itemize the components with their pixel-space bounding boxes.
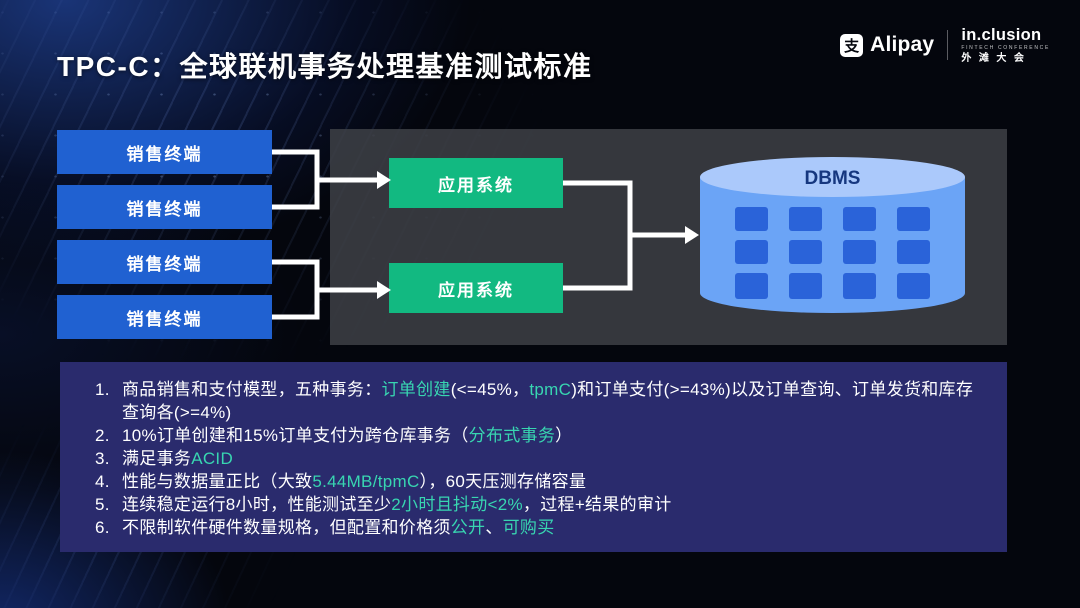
terminal-box-3: 销售终端 <box>57 240 272 284</box>
inclusion-logo: in.clusion FINTECH CONFERENCE 外滩大会 <box>961 27 1050 64</box>
note-number: 6. <box>95 518 110 537</box>
notes-panel: 1. 商品销售和支付模型，五种事务：订单创建(<=45%，tpmC)和订单支付(… <box>60 362 1007 552</box>
inclusion-subtitle: FINTECH CONFERENCE <box>961 44 1050 51</box>
note-item-2: 2. 10%订单创建和15%订单支付为跨仓库事务（分布式事务） <box>95 424 977 447</box>
note-number: 4. <box>95 472 110 491</box>
inclusion-chinese-name: 外滩大会 <box>961 52 1032 64</box>
note-text: 满足事务ACID <box>122 449 234 468</box>
note-item-6: 6. 不限制软件硬件数量规格，但配置和价格须公开、可购买 <box>95 516 977 539</box>
inclusion-wordmark: in.clusion <box>961 26 1042 44</box>
note-text: 不限制软件硬件数量规格，但配置和价格须公开、可购买 <box>122 518 555 537</box>
note-item-1: 1. 商品销售和支付模型，五种事务：订单创建(<=45%，tpmC)和订单支付(… <box>95 378 977 424</box>
note-text: 10%订单创建和15%订单支付为跨仓库事务（分布式事务） <box>122 426 573 445</box>
note-text: 连续稳定运行8小时，性能测试至少2小时且抖动<2%，过程+结果的审计 <box>122 495 672 514</box>
page-title: TPC-C：全球联机事务处理基准测试标准 <box>57 51 593 82</box>
note-text: 商品销售和支付模型，五种事务：订单创建(<=45%，tpmC)和订单支付(>=4… <box>122 380 974 422</box>
note-item-4: 4. 性能与数据量正比（大致5.44MB/tpmC），60天压测存储容量 <box>95 470 977 493</box>
note-text: 性能与数据量正比（大致5.44MB/tpmC），60天压测存储容量 <box>122 472 587 491</box>
alipay-logo: 支 Alipay <box>840 33 934 57</box>
note-number: 2. <box>95 426 110 445</box>
note-item-3: 3. 满足事务ACID <box>95 447 977 470</box>
alipay-wordmark: Alipay <box>870 33 935 57</box>
terminal-box-4: 销售终端 <box>57 295 272 339</box>
note-number: 3. <box>95 449 110 468</box>
logo-divider <box>947 30 949 61</box>
note-number: 1. <box>95 380 110 399</box>
app-system-box-2: 应用系统 <box>389 263 563 313</box>
alipay-icon: 支 <box>840 33 864 57</box>
app-system-box-1: 应用系统 <box>389 158 563 208</box>
note-item-5: 5. 连续稳定运行8小时，性能测试至少2小时且抖动<2%，过程+结果的审计 <box>95 493 977 516</box>
note-number: 5. <box>95 495 110 514</box>
terminal-box-2: 销售终端 <box>57 185 272 229</box>
terminal-box-1: 销售终端 <box>57 130 272 174</box>
conference-logos: 支 Alipay in.clusion FINTECH CONFERENCE 外… <box>840 27 1050 64</box>
